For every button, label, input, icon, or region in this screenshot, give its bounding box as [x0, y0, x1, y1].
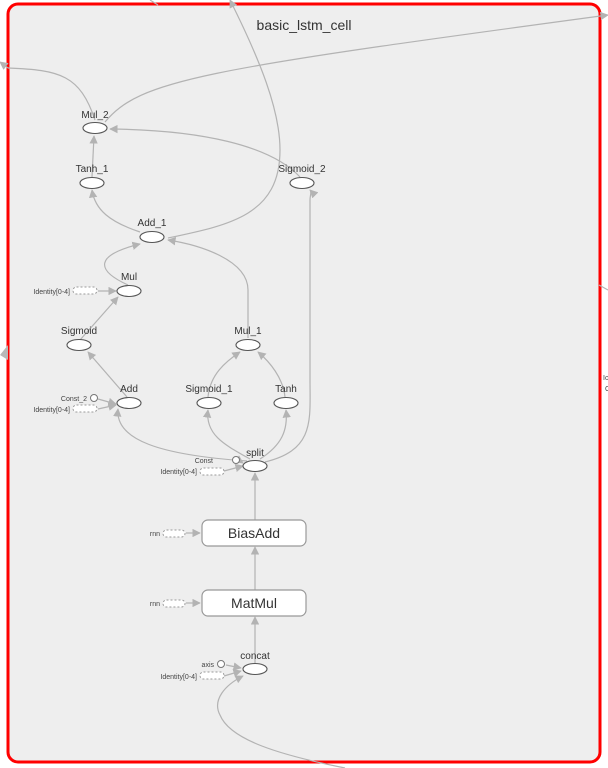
constant-icon — [217, 660, 225, 668]
side-input-concat-axis-label: axis — [202, 662, 215, 669]
side-input-biasadd-rnn[interactable]: rnn — [150, 529, 186, 538]
constant-icon — [90, 394, 98, 402]
edge-input-concat — [217, 675, 346, 768]
edge-identity-split — [223, 463, 244, 472]
edge-left-out — [0, 61, 9, 70]
side-input-concat-identity-label: Identity[0-4] — [160, 674, 197, 681]
edge-add1-tanh1 — [88, 189, 141, 233]
edge-split-sigmoid2 — [264, 189, 319, 463]
side-input-mul-identity[interactable]: Identity[0-4] — [33, 286, 98, 296]
side-input-add-identity-icon — [72, 404, 98, 413]
node-mul-2[interactable]: Mul_2 — [81, 110, 109, 135]
side-input-split-identity[interactable]: Identity[0-4] — [160, 467, 225, 476]
edge-tanh1-mul2 — [89, 135, 98, 178]
edge-sigmoid-mul — [79, 296, 119, 341]
node-mul-2-label: Mul_2 — [81, 110, 109, 121]
edge-mul2-to-right — [104, 11, 608, 123]
side-input-add-const-2-label: Const_2 — [61, 396, 87, 403]
side-input-biasadd-rnn-icon — [162, 529, 186, 538]
edge-const-split — [234, 455, 244, 464]
node-concat[interactable]: concat — [240, 651, 270, 676]
node-biasadd[interactable]: BiasAdd — [201, 519, 307, 547]
node-add-1[interactable]: Add_1 — [138, 218, 167, 244]
left-edge-mark — [0, 345, 8, 360]
node-mul-label: Mul — [121, 272, 137, 283]
side-input-mul-identity-icon — [72, 286, 98, 295]
node-sigmoid-1[interactable]: Sigmoid_1 — [185, 384, 233, 410]
side-input-add-const-2[interactable]: Const_2 — [61, 394, 98, 404]
side-input-biasadd-rnn-label: rnn — [150, 531, 160, 538]
node-biasadd-label: BiasAdd — [228, 525, 280, 541]
edge-mul1-add1 — [167, 237, 249, 338]
edge-add1-to-top — [167, 0, 281, 239]
node-split-label: split — [246, 448, 264, 459]
side-input-add-identity[interactable]: Identity[0-4] — [33, 404, 98, 414]
edge-sigmoid2-mul2 — [109, 124, 301, 178]
node-sigmoid-1-label: Sigmoid_1 — [185, 384, 233, 395]
side-input-split-identity-icon — [199, 467, 225, 476]
node-matmul[interactable]: MatMul — [201, 589, 307, 617]
node-mul-1-label: Mul_1 — [234, 326, 262, 337]
node-concat-label: concat — [240, 651, 270, 662]
edge-top-small — [149, 0, 159, 6]
side-input-add-identity-label: Identity[0-4] — [33, 407, 70, 414]
edge-mul2-to-left — [7, 67, 96, 121]
node-add[interactable]: Add — [116, 384, 142, 410]
side-input-split-const[interactable]: Const — [195, 456, 240, 466]
edge-identity-add — [97, 402, 117, 411]
node-sigmoid-2[interactable]: Sigmoid_2 — [278, 164, 326, 190]
cluster-title: basic_lstm_cell — [257, 17, 352, 33]
cluster-frame[interactable] — [6, 2, 602, 764]
side-input-split-identity-label: Identity[0-4] — [160, 469, 197, 476]
edge-identity-concat — [223, 669, 242, 678]
side-input-mul-identity-label: Identity[0-4] — [33, 289, 70, 296]
side-input-concat-identity[interactable]: Identity[0-4] — [160, 671, 225, 681]
node-tanh-1-label: Tanh_1 — [76, 164, 109, 175]
node-sigmoid-2-label: Sigmoid_2 — [278, 164, 326, 175]
edge-sigmoid1-mul1 — [207, 351, 241, 398]
edge-tanh-mul1 — [257, 351, 286, 398]
side-input-matmul-rnn-icon — [162, 599, 186, 608]
node-tanh-1[interactable]: Tanh_1 — [76, 164, 109, 190]
node-sigmoid[interactable]: Sigmoid — [61, 326, 97, 352]
side-input-concat-axis[interactable]: axis — [202, 660, 225, 670]
side-input-matmul-rnn-label: rnn — [150, 601, 160, 608]
node-tanh[interactable]: Tanh — [273, 384, 299, 410]
node-add-1-label: Add_1 — [138, 218, 167, 229]
side-input-concat-identity-icon — [199, 671, 225, 680]
node-sigmoid-label: Sigmoid — [61, 326, 97, 337]
node-add-label: Add — [120, 384, 138, 395]
edge-mul-add1 — [104, 241, 141, 286]
edge-axis-concat — [225, 662, 242, 671]
constant-icon — [232, 456, 240, 464]
edge-split-add — [113, 408, 248, 462]
side-input-split-const-label: Const — [195, 458, 213, 465]
side-input-matmul-rnn[interactable]: rnn — [150, 599, 186, 608]
node-split[interactable]: split — [242, 448, 268, 473]
node-tanh-label: Tanh — [275, 384, 297, 395]
edge-right-mid — [598, 284, 608, 291]
edge-add-sigmoid — [87, 351, 128, 398]
edge-split-sigmoid1 — [202, 409, 251, 460]
node-mul[interactable]: Mul — [116, 272, 142, 298]
right-edge-text-2: C — [605, 386, 608, 393]
node-matmul-label: MatMul — [231, 595, 277, 611]
right-edge-text-1: Ic — [603, 375, 608, 382]
node-mul-1[interactable]: Mul_1 — [234, 326, 262, 352]
edge-split-tanh — [259, 409, 291, 460]
